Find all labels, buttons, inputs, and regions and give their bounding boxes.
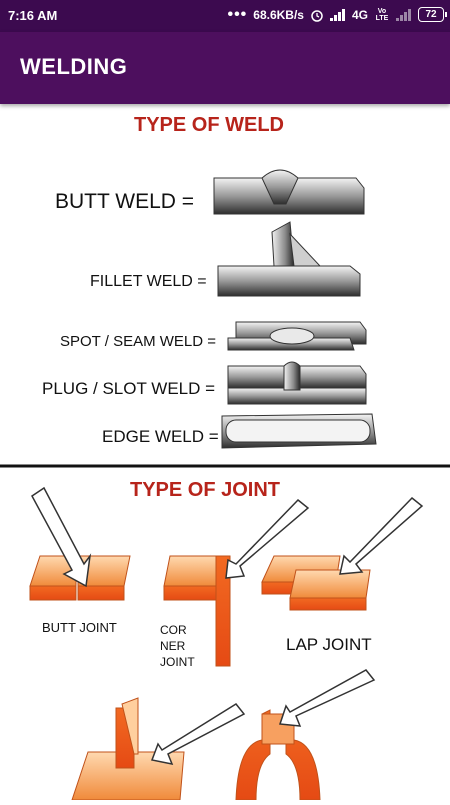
corner-joint-arrow-icon [225,498,310,579]
butt-joint-figure [29,486,131,601]
corner-joint-label-2: NER [160,639,186,653]
butt-joint-label: BUTT JOINT [42,620,117,635]
welding-image: TYPE OF WELD BUTT WELD = FILLET WELD = S… [0,104,450,801]
fillet-bead [289,232,322,267]
edge-joint-figure [235,669,376,801]
plug-bottom-plate [227,387,367,405]
status-bar: 7:16 AM ••• 68.6KB/s 4G Vo LTE 72 [0,0,450,32]
status-icons: ••• 68.6KB/s 4G Vo LTE 72 [227,5,447,23]
lap-joint-arrow-icon [339,496,424,575]
spot-weld-row: SPOT / SEAM WELD = [60,321,367,351]
tee-joint-arrow-icon [150,703,246,766]
lap-joint-figure [261,496,424,611]
plug-weld-plug [283,361,301,391]
fillet-weld-label: FILLET WELD = [90,273,207,290]
plug-weld-label: PLUG / SLOT WELD = [42,379,215,398]
network-type: 4G [351,7,368,22]
joint-heading: TYPE OF JOINT [130,479,280,501]
butt-joint-arrow-icon [31,486,92,588]
tee-joint-figure [71,697,246,801]
signal-2-icon [396,8,412,21]
edge-joint-arrow-icon [278,669,376,727]
butt-weld-row: BUTT WELD = [55,169,365,215]
welding-diagram: TYPE OF WELD BUTT WELD = FILLET WELD = S… [0,114,450,801]
spot-weld-nugget [269,327,315,345]
more-dots-icon: ••• [227,5,248,23]
status-time: 7:16 AM [8,8,58,23]
corner-joint-label-1: COR [160,623,187,637]
volte-label: Vo LTE [375,7,389,22]
lap-joint-label: LAP JOINT [286,635,372,654]
edge-weld-label: EDGE WELD = [102,427,219,446]
butt-weld-bead [261,169,299,205]
butt-weld-label: BUTT WELD = [55,190,194,213]
signal-icon [329,8,346,21]
fillet-upright-plate [271,221,295,267]
app-bar: WELDING [0,32,450,104]
alarm-icon [311,9,323,22]
edge-weld-bead [225,419,371,443]
corner-joint-label-3: JOINT [160,655,195,669]
corner-joint-figure [163,498,310,667]
network-speed: 68.6KB/s [253,7,304,22]
battery-level: 72 [425,9,437,20]
page-title: WELDING [20,54,128,79]
spot-weld-label: SPOT / SEAM WELD = [60,333,216,350]
plug-weld-row: PLUG / SLOT WELD = [42,361,367,405]
weld-heading: TYPE OF WELD [134,114,284,136]
battery-icon: 72 [418,7,447,22]
edge-weld-row: EDGE WELD = [102,413,377,449]
fillet-base-plate [217,265,361,297]
fillet-weld-row: FILLET WELD = [90,221,361,297]
